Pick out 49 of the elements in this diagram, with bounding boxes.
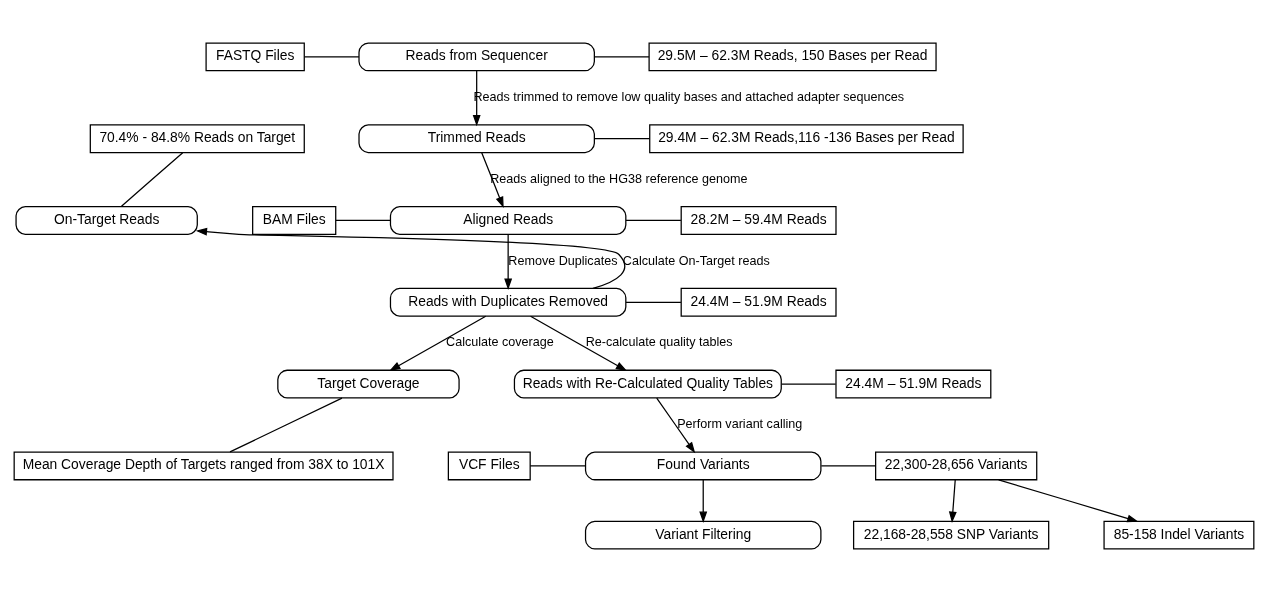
arrow <box>481 151 504 208</box>
node-box: 22,300-28,656 Variants <box>875 450 1038 480</box>
connector <box>625 219 682 221</box>
node-box: Reads with Re-Calculated Quality Tables <box>513 369 782 399</box>
node-box: Variant Filtering <box>584 520 822 550</box>
connector <box>625 301 682 303</box>
node-box: 29.5M – 62.3M Reads, 150 Bases per Read <box>648 41 937 71</box>
connector <box>593 55 650 57</box>
node-box: 22,168-28,558 SNP Variants <box>853 520 1050 550</box>
connector <box>303 55 360 57</box>
node-box: 28.2M – 59.4M Reads <box>680 205 837 235</box>
edge-label: Re-calculate quality tables <box>585 334 733 349</box>
edge-label: Calculate coverage <box>446 334 554 349</box>
node-box: Found Variants <box>584 450 822 480</box>
edge-label: Remove Duplicates <box>508 253 618 268</box>
connector <box>120 151 184 207</box>
node-box: 85-158 Indel Variants <box>1103 520 1255 550</box>
node-box: VCF Files <box>447 450 531 480</box>
connector <box>335 219 392 221</box>
node-box: FASTQ Files <box>205 41 305 71</box>
node-box: 29.4M – 62.3M Reads,116 -136 Bases per Read <box>649 123 964 153</box>
arrow <box>699 478 708 523</box>
connector <box>229 396 343 453</box>
node-box: BAM Files <box>252 205 337 235</box>
arrow <box>656 396 696 453</box>
node-box: Reads from Sequencer <box>358 41 595 71</box>
arrow <box>195 227 626 289</box>
node-box: Aligned Reads <box>389 205 627 235</box>
connector <box>781 382 837 385</box>
arrow <box>472 69 481 126</box>
node-box: Trimmed Reads <box>358 123 595 153</box>
node-box: On-Target Reads <box>15 205 198 235</box>
connector <box>820 464 877 467</box>
arrow <box>998 478 1139 522</box>
node-box: 70.4% - 84.8% Reads on Target <box>89 123 305 153</box>
arrow <box>504 233 513 290</box>
edge-label: Reads aligned to the HG38 reference genome <box>490 171 748 186</box>
edge-label: Perform variant calling <box>677 416 803 431</box>
edge-label: Calculate On-Target reads <box>622 253 770 268</box>
connector <box>593 137 651 139</box>
node-box: Reads with Duplicates Removed <box>389 287 627 317</box>
arrow <box>529 315 628 371</box>
arrow <box>948 478 957 523</box>
node-box: 24.4M – 51.9M Reads <box>835 369 992 399</box>
node-box: Mean Coverage Depth of Targets ranged from 38X to 101X <box>13 450 394 480</box>
node-box: Target Coverage <box>277 369 460 399</box>
node-box: 24.4M – 51.9M Reads <box>680 287 837 317</box>
connector <box>529 464 586 467</box>
arrow <box>389 315 487 371</box>
